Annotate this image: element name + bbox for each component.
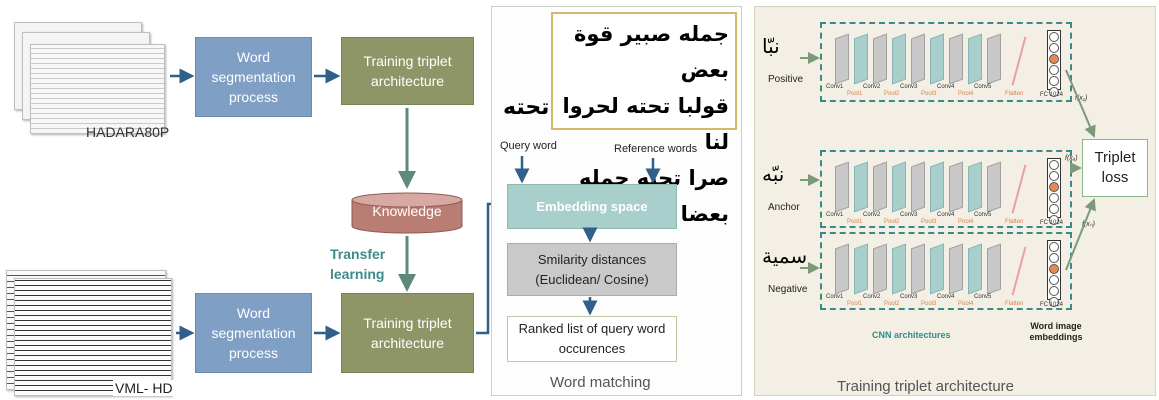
fc-neuron [1049,76,1059,86]
similarity-distances-box: Smilarity distances (Euclidean/ Cosine) [507,243,677,296]
fc-neuron [1049,242,1059,252]
conv-label: Conv3 [900,212,918,218]
manuscript-image-top [30,44,165,134]
embedding-function-label-0: f(x₁) [1075,95,1088,102]
flatten-label: Flatten [1005,219,1024,225]
input-label-0: Positive [768,74,804,85]
fc-label: FC 1024 [1040,220,1064,226]
embedding-space-box: Embedding space [507,184,677,229]
conv-label: Conv5 [974,294,992,300]
cnn-branch-2 [820,232,1072,310]
query-word-label: Query word [500,140,557,152]
fc-neuron [1049,160,1059,170]
conv-label: Conv2 [863,212,881,218]
word-segmentation-box-top: Word segmentation process [195,37,312,117]
dataset-label-bottom: VML- HD [113,380,175,396]
reference-word-row-1: جمله صبير قوة بعض [574,22,729,82]
input-word-image-1: نبّه [762,162,785,186]
fc-layer [1047,240,1061,307]
conv-label: Conv2 [863,294,881,300]
fc-neuron [1049,286,1059,296]
conv-label: Conv4 [937,212,955,218]
triplet-loss-box: Triplet loss [1082,139,1148,197]
fc-neuron [1049,171,1059,181]
reference-words-image: جمله صبير قوة بعض قولبا تحته لحروا لنا ص… [551,12,737,226]
pool-label: Pool4 [958,91,974,97]
dataset-label-top: HADARA80P [86,124,170,140]
ranked-list-box: Ranked list of query word occurences [507,316,677,362]
left-arrows [170,68,500,341]
embedding-function-label-1: f(xₐ) [1065,155,1078,162]
fc-label: FC 1024 [1040,302,1064,308]
pool-label: Pool2 [884,301,900,307]
conv-label: Conv4 [937,84,955,90]
flatten-label: Flatten [1005,91,1024,97]
cnn-architectures-caption: CNN architectures [872,330,951,340]
fc-neuron [1049,182,1059,192]
pool-label: Pool3 [921,91,937,97]
fc-neuron [1049,65,1059,75]
conv-label: Conv1 [826,84,844,90]
cnn-branch-1 [820,150,1072,228]
matching-arrows [514,156,661,316]
conv-label: Conv1 [826,212,844,218]
fc-neuron [1049,264,1059,274]
pool-label: Pool4 [958,301,974,307]
fc-neuron [1049,32,1059,42]
conv-label: Conv5 [974,212,992,218]
fc-neuron [1049,204,1059,214]
fc-neuron [1049,275,1059,285]
word-matching-title: Word matching [550,374,651,391]
flatten-label: Flatten [1005,301,1024,307]
fc-neuron [1049,54,1059,64]
pool-label: Pool2 [884,91,900,97]
reference-words-label: Reference words [614,143,698,155]
transfer-learning-label: Transfer learning [330,246,386,282]
word-segmentation-box-bottom: Word segmentation process [195,293,312,373]
training-triplet-title: Training triplet architecture [837,378,1015,395]
fc-layer [1047,158,1061,225]
fc-layer [1047,30,1061,97]
pool-label: Pool2 [884,219,900,225]
knowledge-database-icon [351,192,463,234]
pool-label: Pool1 [847,301,863,307]
fc-neuron [1049,253,1059,263]
conv-label: Conv3 [900,84,918,90]
input-label-2: Negative [768,284,808,295]
pool-label: Pool4 [958,219,974,225]
training-triplet-box-top: Training triplet architecture [341,37,474,105]
training-arrows [800,52,1096,274]
query-word-image: تحته [503,95,550,120]
fc-label: FC 1024 [1040,92,1064,98]
conv-label: Conv1 [826,294,844,300]
knowledge-label: Knowledge [372,203,442,219]
pool-label: Pool1 [847,219,863,225]
cnn-branch-0 [820,22,1072,102]
fc-neuron [1049,43,1059,53]
pool-label: Pool1 [847,91,863,97]
conv-label: Conv5 [974,84,992,90]
fc-neuron [1049,193,1059,203]
input-label-1: Anchor [768,202,800,213]
conv-label: Conv2 [863,84,881,90]
conv-label: Conv4 [937,294,955,300]
fc-neuron [1049,215,1059,225]
fc-neuron [1049,87,1059,97]
input-word-image-2: سمية [762,244,808,268]
pool-label: Pool3 [921,301,937,307]
reference-word-row-2: قولبا تحته لحروا لنا [562,94,729,154]
word-image-embeddings-caption: Word image embeddings [1029,321,1083,342]
fc-neuron [1049,297,1059,307]
input-word-image-0: نبّا [762,34,780,58]
embedding-function-label-2: f(xₙ) [1082,221,1095,228]
manuscript-image-bottom [14,278,172,396]
conv-label: Conv3 [900,294,918,300]
pool-label: Pool3 [921,219,937,225]
training-triplet-box-bottom: Training triplet architecture [341,293,474,373]
